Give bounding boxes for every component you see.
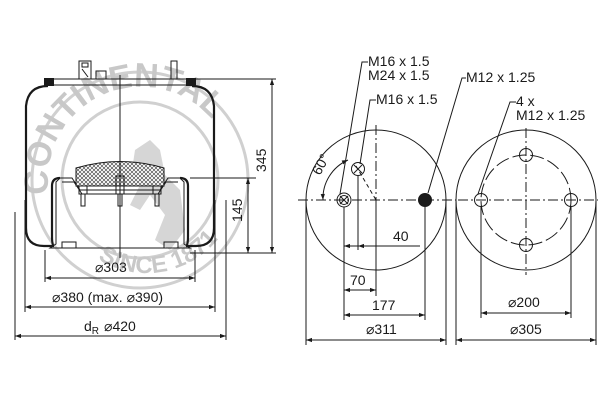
hole-m16-m24	[336, 192, 352, 208]
horse-logo-icon	[130, 140, 185, 250]
dim-40-label: 40	[393, 228, 409, 244]
height-total-label: 345	[253, 148, 269, 172]
stud	[170, 60, 178, 80]
bellow-diameter-label: ⌀380 (max. ⌀390)	[52, 289, 163, 305]
nut	[95, 70, 107, 80]
callout-m16-label: M16 x 1.5	[368, 53, 430, 69]
dim-177-label: 177	[372, 297, 396, 313]
bead-right	[186, 78, 196, 86]
bolt-count-label: 4 x	[516, 93, 535, 109]
air-fitting	[78, 60, 92, 80]
hole-m16	[351, 162, 365, 176]
top-plate-view: 60° M16 x 1.5 M24 x 1.5 M16 x 1.5 M12 x …	[298, 53, 535, 345]
callout-m12-label: M12 x 1.25	[466, 69, 535, 85]
side-view: 345 145 ⌀303 ⌀380 (max. ⌀390) dR⌀420	[14, 60, 276, 340]
angle-label: 60°	[309, 151, 333, 177]
bolt-circle-diameter-label: ⌀200	[508, 294, 540, 310]
piston-diameter-label: ⌀303	[95, 259, 127, 275]
bolt-thread-label: M12 x 1.25	[516, 107, 585, 123]
bolt-holes	[474, 148, 578, 252]
height-piston-label: 145	[229, 198, 245, 222]
dr-diameter-label: dR⌀420	[84, 318, 136, 337]
top-plate-diameter-label: ⌀311	[366, 321, 397, 337]
bottom-plate-view: 4 x M12 x 1.25 ⌀200 ⌀305	[455, 93, 598, 345]
callout-m16-second-label: M16 x 1.5	[376, 91, 438, 107]
hole-m12-filled	[418, 193, 432, 207]
bottom-plate-diameter-label: ⌀305	[510, 321, 542, 337]
bead-left	[44, 78, 54, 86]
dim-70-label: 70	[350, 272, 366, 288]
callout-m24-label: M24 x 1.5	[368, 67, 430, 83]
